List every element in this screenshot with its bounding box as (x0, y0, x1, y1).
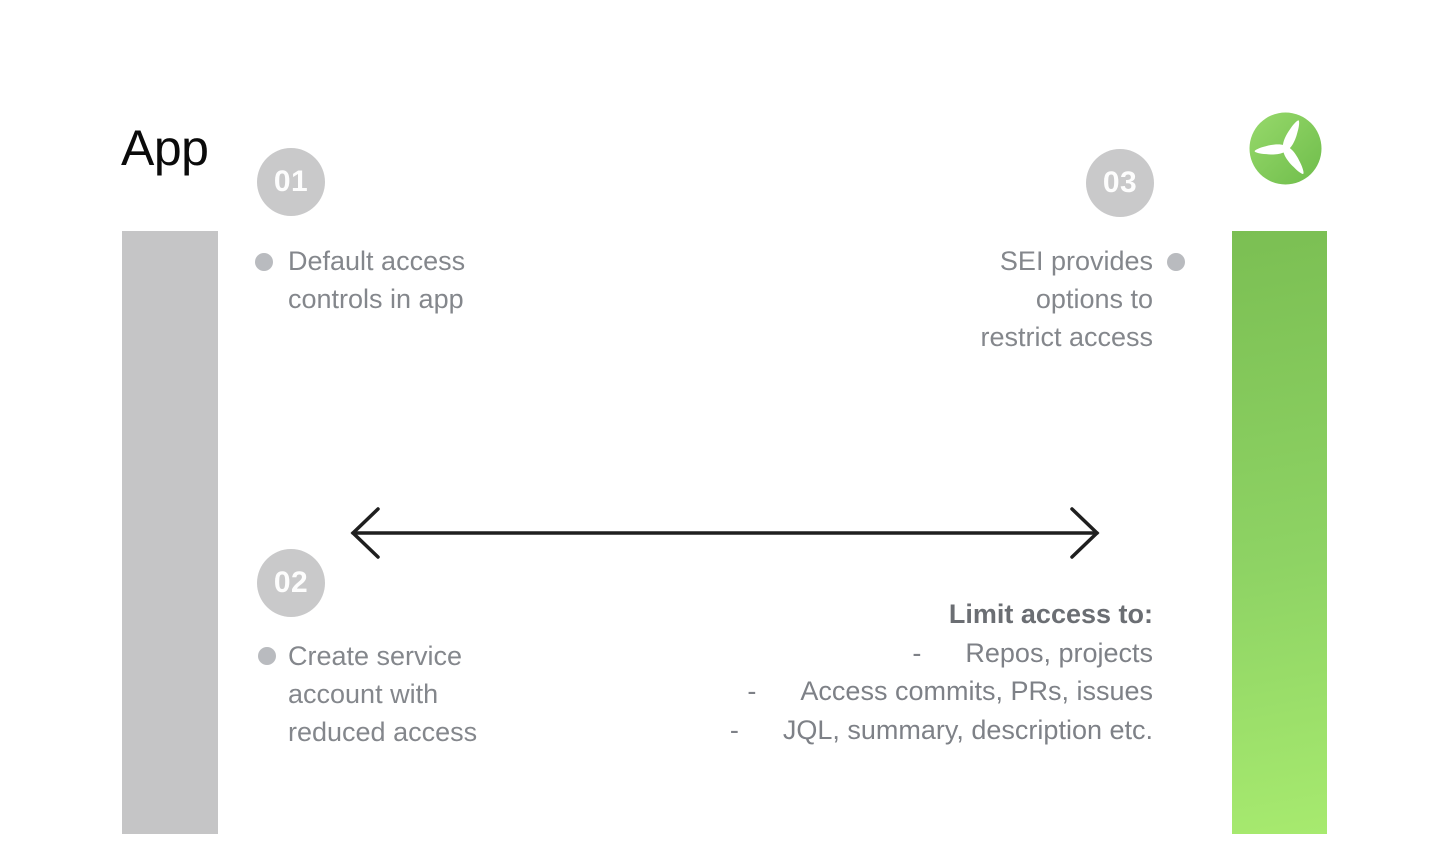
step-text-service-account: Create service account with reduced acce… (288, 641, 478, 747)
dash-marker: - (912, 637, 922, 668)
app-column-bar (122, 231, 218, 834)
limit-access-item-label: Repos, projects (965, 637, 1153, 668)
step-text-sei-restrict: SEI provides options to restrict access (980, 246, 1153, 352)
step-number-02: 02 (257, 549, 325, 617)
step-text-default-access: Default access controls in app (288, 246, 466, 314)
step-number-label: 03 (1102, 166, 1138, 199)
limit-access-item-label: JQL, summary, description etc. (782, 714, 1153, 745)
step-number-01: 01 (257, 148, 325, 216)
propeller-logo-icon (1249, 112, 1322, 185)
bullet-dot-icon (258, 647, 276, 665)
dash-marker: - (747, 676, 757, 706)
step-number-label: 02 (273, 566, 309, 599)
limit-access-item: - Repos, projects (730, 634, 1153, 673)
step-number-label: 01 (273, 165, 309, 198)
step-number-03: 03 (1086, 149, 1154, 217)
double-arrow-icon (350, 507, 1100, 559)
dash-marker: - (729, 714, 739, 745)
limit-access-item: - Access commits, PRs, issues (730, 672, 1153, 711)
sei-column-bar (1232, 231, 1327, 834)
bullet-dot-icon (1167, 253, 1185, 271)
limit-access-item-label: Access commits, PRs, issues (800, 676, 1153, 706)
limit-access-title: Limit access to: (948, 599, 1153, 629)
page-title: App (121, 120, 209, 176)
limit-access-block: Limit access to: - Repos, projects - Acc… (730, 595, 1153, 749)
bullet-dot-icon (255, 253, 273, 271)
limit-access-item: - JQL, summary, description etc. (730, 711, 1153, 750)
